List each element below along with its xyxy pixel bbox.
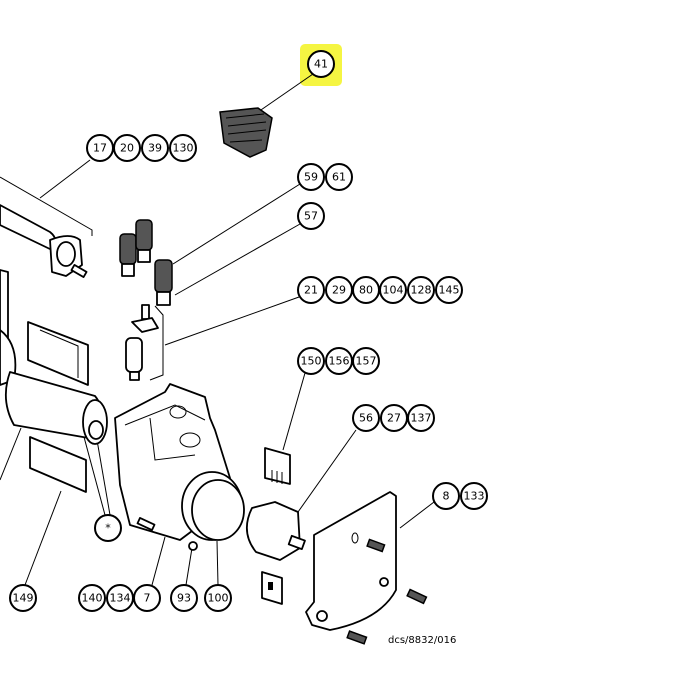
- svg-text:134: 134: [110, 592, 131, 605]
- svg-text:133: 133: [464, 490, 485, 503]
- svg-text:100: 100: [208, 592, 229, 605]
- svg-text:29: 29: [332, 284, 346, 297]
- part-150-connector: [261, 447, 291, 605]
- svg-text:7: 7: [144, 592, 151, 605]
- svg-text:21: 21: [304, 284, 318, 297]
- callout-group-21[interactable]: 21 29 80 104 128 145: [297, 276, 463, 304]
- callout-100[interactable]: 100: [204, 584, 232, 612]
- svg-text:39: 39: [148, 142, 162, 155]
- svg-text:149: 149: [13, 592, 34, 605]
- callout-57[interactable]: 57: [297, 202, 325, 230]
- svg-text:61: 61: [332, 171, 346, 184]
- callout-group-59[interactable]: 59 61: [297, 163, 353, 191]
- svg-text:128: 128: [411, 284, 432, 297]
- svg-text:145: 145: [439, 284, 460, 297]
- part-8-cover: [305, 491, 428, 645]
- callout-149[interactable]: 149: [9, 584, 37, 612]
- svg-text:104: 104: [383, 284, 404, 297]
- drawing-reference: dcs/8832/016: [388, 635, 456, 646]
- svg-text:41: 41: [314, 58, 328, 71]
- part-59-springs: [119, 219, 173, 306]
- svg-text:157: 157: [356, 355, 377, 368]
- svg-text:8: 8: [443, 490, 450, 503]
- callout-group-17[interactable]: 17 20 39 130: [86, 134, 197, 162]
- callout-star[interactable]: *: [94, 514, 122, 542]
- callout-41[interactable]: 41: [307, 50, 335, 78]
- callout-group-56[interactable]: 56 27 137: [352, 404, 435, 432]
- svg-text:59: 59: [304, 171, 318, 184]
- svg-text:*: *: [105, 522, 111, 535]
- part-56-coil: [246, 501, 306, 561]
- callout-group-8[interactable]: 8 133: [432, 482, 488, 510]
- part-149-motor: [4, 371, 108, 493]
- svg-text:130: 130: [173, 142, 194, 155]
- part-left-housing: [0, 269, 89, 386]
- svg-text:80: 80: [359, 284, 373, 297]
- svg-text:137: 137: [411, 412, 432, 425]
- callout-group-140[interactable]: 140 134 7: [78, 584, 161, 612]
- svg-text:156: 156: [329, 355, 350, 368]
- svg-text:56: 56: [359, 412, 373, 425]
- part-17-tube: [0, 204, 88, 278]
- svg-text:140: 140: [82, 592, 103, 605]
- svg-text:27: 27: [387, 412, 401, 425]
- svg-text:20: 20: [120, 142, 134, 155]
- callout-group-150[interactable]: 150 156 157: [297, 347, 380, 375]
- part-21-fittings: [125, 304, 159, 381]
- svg-text:150: 150: [301, 355, 322, 368]
- svg-text:93: 93: [177, 592, 191, 605]
- part-7-valve-body: [114, 383, 245, 551]
- svg-text:57: 57: [304, 210, 318, 223]
- svg-text:17: 17: [93, 142, 107, 155]
- callout-93[interactable]: 93: [170, 584, 198, 612]
- part-41-filter: [219, 107, 273, 158]
- leader-lines: [0, 73, 435, 586]
